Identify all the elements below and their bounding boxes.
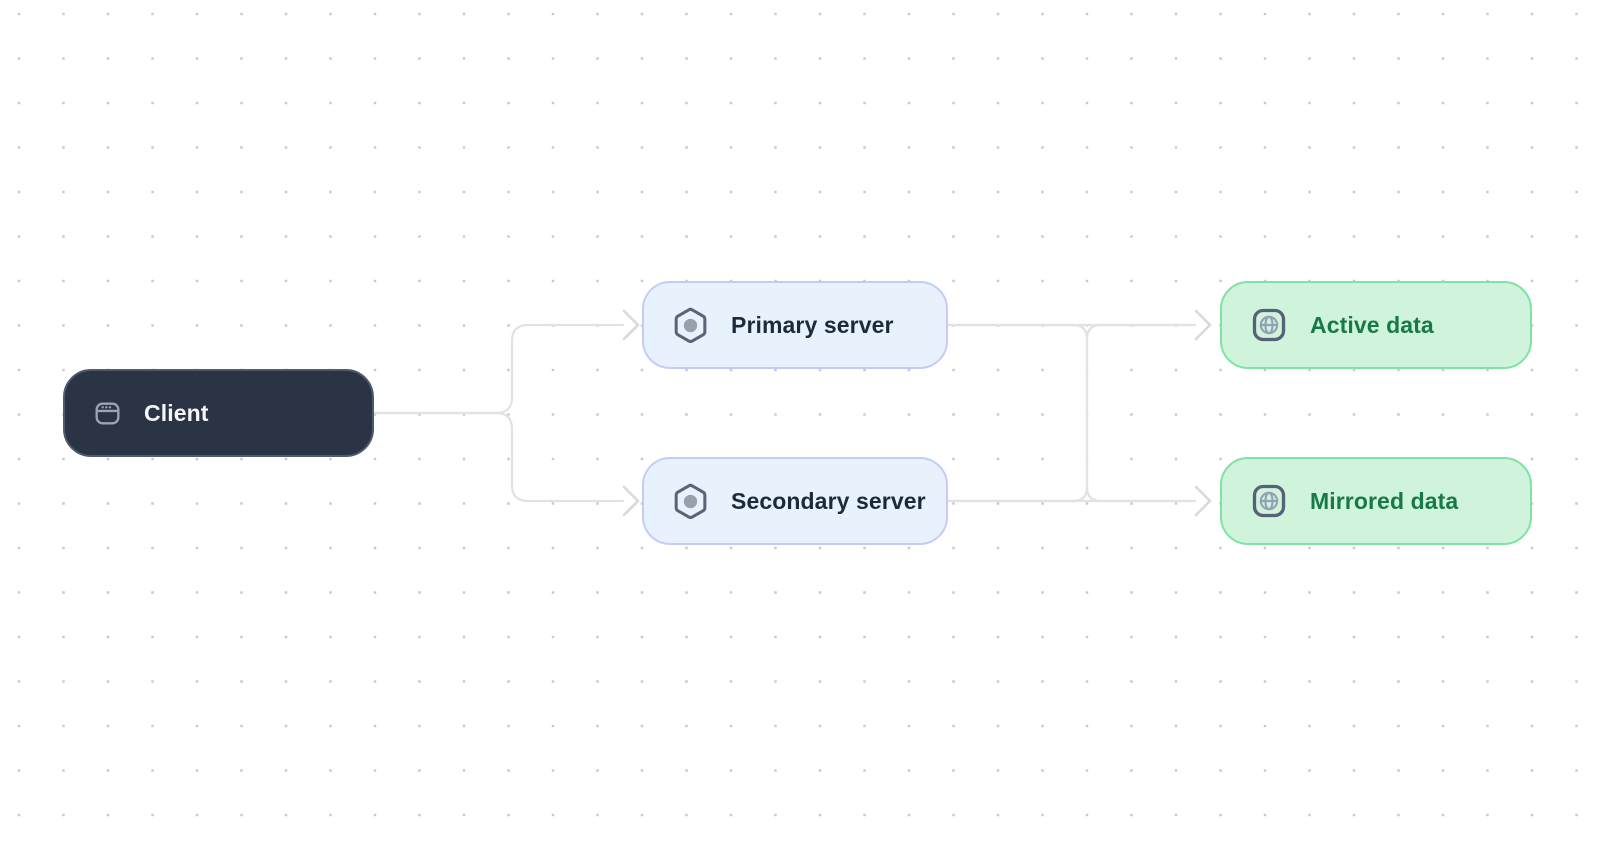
edge-primary-mirrored [946,323,1197,503]
node-label-secondary-server: Secondary server [731,487,926,514]
node-active-data[interactable]: Active data [1220,281,1532,369]
globe-icon [1249,481,1289,521]
node-client[interactable]: Client [63,369,374,457]
hexagon-node-icon [671,482,710,521]
arrowhead-into-primary [622,309,640,341]
node-label-client: Client [144,399,209,426]
node-label-active-data: Active data [1310,311,1434,338]
edge-secondary-active [946,323,1197,503]
app-window-icon [92,398,123,429]
node-mirrored-data[interactable]: Mirrored data [1220,457,1532,545]
hexagon-node-icon [671,306,710,345]
arrowhead-into-active [1194,309,1212,341]
edge-client-primary [372,323,625,415]
node-primary-server[interactable]: Primary server [642,281,948,369]
arrowhead-into-secondary [622,485,640,517]
edge-client-secondary [372,411,625,503]
arrowhead-into-mirrored [1194,485,1212,517]
node-label-primary-server: Primary server [731,311,894,338]
globe-icon [1249,305,1289,345]
node-label-mirrored-data: Mirrored data [1310,487,1459,514]
node-secondary-server[interactable]: Secondary server [642,457,948,545]
